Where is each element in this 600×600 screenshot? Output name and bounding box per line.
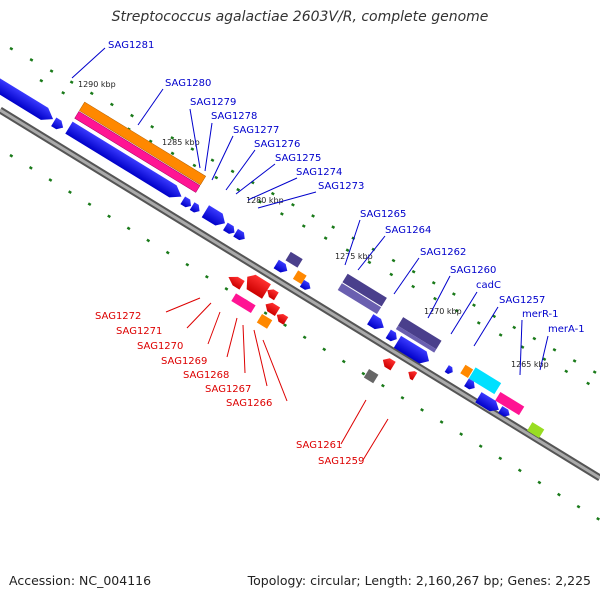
gene-arrow-red	[265, 302, 281, 316]
gene-rect-slate	[397, 317, 442, 350]
gene-arrow	[201, 205, 225, 226]
gene-label-forward: cadC	[476, 280, 501, 291]
gene-rect-pink	[231, 293, 256, 314]
gene-label-reverse: SAG1259	[318, 456, 364, 467]
position-label: 1280 kbp	[246, 196, 284, 205]
gene-rect-orange	[79, 101, 207, 186]
gene-label-forward: merA-1	[548, 324, 585, 335]
gene-arrow	[273, 259, 288, 273]
position-label: 1275 kbp	[335, 252, 373, 261]
gene-label-forward: SAG1273	[318, 181, 364, 192]
gene-rect-orange	[460, 364, 474, 378]
tick-row-inner	[9, 153, 600, 522]
forward-gene-labels: SAG1281 SAG1280 SAG1279 SAG1278 SAG1277 …	[71, 40, 585, 376]
gene-rect-orange	[256, 313, 273, 329]
position-label: 1270 kbp	[424, 307, 462, 316]
position-label: 1285 kbp	[162, 138, 200, 147]
tick-marks	[9, 46, 600, 522]
gene-arrow	[393, 335, 429, 364]
gene-arrow	[189, 202, 200, 213]
gene-arrow	[367, 314, 384, 330]
gene-rect-slate	[337, 283, 382, 315]
genome-backbone	[0, 107, 600, 481]
gene-rect-slate	[395, 325, 437, 353]
map-title: Streptococcus agalactiae 2603V/R, comple…	[111, 9, 489, 25]
gene-label-forward: SAG1281	[108, 40, 154, 51]
gene-label-forward: SAG1262	[420, 247, 466, 258]
gene-label-reverse: SAG1268	[183, 370, 229, 381]
gene-rect-green	[527, 422, 545, 438]
gene-arrow-red	[276, 313, 289, 325]
gene-label-forward: merR-1	[522, 309, 559, 320]
gene-rect-orange	[292, 270, 307, 285]
gene-arrow	[180, 196, 192, 208]
gene-rect-pink	[495, 392, 525, 416]
feature-track	[0, 76, 545, 438]
gene-label-forward: SAG1260	[450, 265, 496, 276]
reverse-gene-labels: SAG1272 SAG1271 SAG1270 SAG1269 SAG1268 …	[95, 297, 389, 467]
gene-arrow-red	[408, 371, 418, 381]
gene-arrow	[385, 329, 397, 342]
gene-label-forward: SAG1277	[233, 125, 279, 136]
gene-arrow	[233, 228, 245, 241]
gene-label-forward: SAG1265	[360, 209, 406, 220]
gene-label-reverse: SAG1272	[95, 311, 141, 322]
topology-text: Topology: circular; Length: 2,160,267 bp…	[247, 573, 591, 588]
gene-label-reverse: SAG1271	[116, 326, 162, 337]
gene-arrow-red	[228, 276, 245, 290]
position-labels: 1290 kbp 1285 kbp 1280 kbp 1275 kbp 1270…	[78, 80, 549, 369]
gene-arrow	[299, 279, 311, 290]
gene-label-forward: SAG1276	[254, 139, 300, 150]
position-label: 1290 kbp	[78, 80, 116, 89]
gene-arrow	[65, 121, 182, 198]
gene-label-reverse: SAG1266	[226, 398, 272, 409]
gene-label-forward: SAG1278	[211, 111, 257, 122]
tick-row-outer	[9, 46, 600, 377]
gene-rect-pink	[74, 111, 201, 193]
gene-rect-slate	[342, 273, 387, 307]
gene-label-forward: SAG1279	[190, 97, 236, 108]
gene-arrow	[51, 117, 64, 130]
gene-arrow	[475, 392, 499, 412]
gene-rect-cyan	[468, 367, 502, 395]
gene-arrow-red	[267, 289, 279, 301]
gene-label-forward: SAG1275	[275, 153, 321, 164]
gene-arrow-red	[382, 358, 396, 371]
accession-text: Accession: NC_004116	[9, 573, 152, 588]
gene-arrow	[444, 365, 453, 375]
gene-arrow	[223, 222, 235, 234]
gene-label-reverse: SAG1270	[137, 341, 183, 352]
gene-label-forward: SAG1280	[165, 78, 211, 89]
gene-rect-slate	[285, 251, 303, 268]
gene-label-reverse: SAG1269	[161, 356, 207, 367]
gene-label-reverse: SAG1267	[205, 384, 251, 395]
gene-arrow	[498, 406, 510, 417]
gene-label-reverse: SAG1261	[296, 440, 342, 451]
gene-arrow-red	[246, 274, 271, 299]
gene-label-forward: SAG1257	[499, 295, 545, 306]
gene-arrow	[0, 76, 54, 120]
gene-label-forward: SAG1264	[385, 225, 431, 236]
gene-rect-gray	[363, 368, 379, 384]
position-label: 1265 kbp	[511, 360, 549, 369]
gene-label-forward: SAG1274	[296, 167, 342, 178]
gene-arrow	[464, 378, 475, 390]
